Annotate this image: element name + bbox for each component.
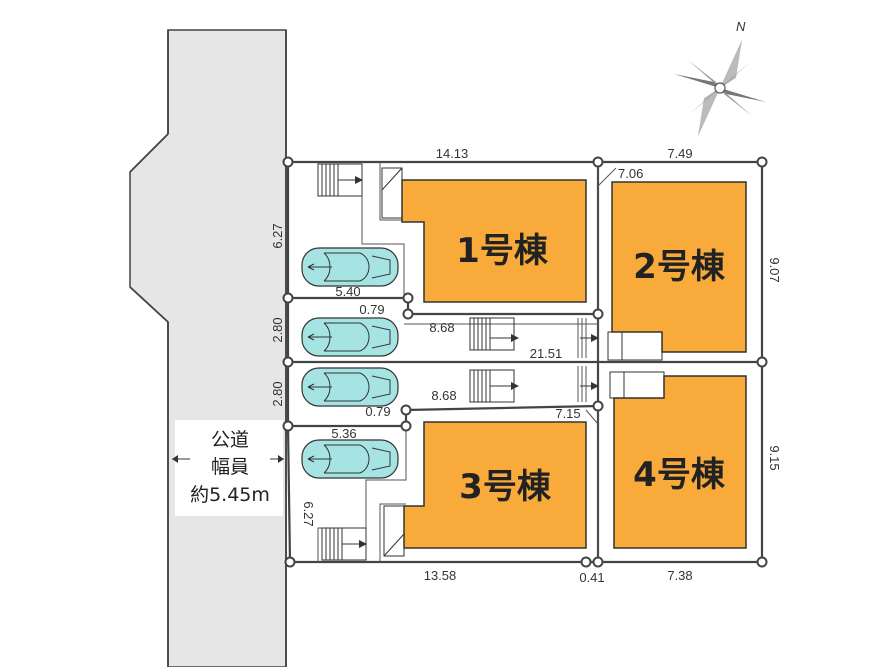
parking-car-2 [301, 317, 399, 357]
dim-west-2: 2.80 [270, 317, 285, 342]
dim-lane-top: 8.68 [429, 320, 454, 335]
dim-gap-top: 0.79 [359, 302, 384, 317]
building-4 [613, 375, 747, 549]
compass-rose-icon: N [674, 19, 766, 136]
road-label-1: 公道 [211, 429, 249, 451]
road-label-2: 幅員 [211, 456, 249, 478]
dim-gap-bottom: 0.79 [365, 404, 390, 419]
building-4-label: 4号棟 [633, 455, 726, 495]
parking-car-4 [301, 439, 399, 479]
dim-lot3-top: 5.36 [331, 426, 356, 441]
dim-top-east: 7.49 [667, 146, 692, 161]
dim-west-4: 6.27 [301, 501, 316, 526]
dim-bottom-east: 7.38 [667, 568, 692, 583]
building-3-label: 3号棟 [459, 467, 552, 507]
dim-lane-bottom: 8.68 [431, 388, 456, 403]
dim-west-3: 2.80 [270, 381, 285, 406]
parking-car-3 [301, 367, 399, 407]
road-width: 約5.45m [190, 484, 270, 506]
svg-text:N: N [736, 19, 746, 34]
dim-west-1: 6.27 [270, 223, 285, 248]
building-3 [403, 421, 587, 549]
dim-lot1-bottom: 5.40 [335, 284, 360, 299]
dim-diag-bottom: 7.15 [555, 406, 580, 421]
dim-top-west: 14.13 [436, 146, 469, 161]
dim-diag-top: 7.06 [618, 166, 643, 181]
dim-center: 21.51 [530, 346, 563, 361]
public-road [129, 29, 287, 667]
dim-east-2: 9.07 [767, 257, 782, 282]
dim-bottom-west: 13.58 [424, 568, 457, 583]
building-2-label: 2号棟 [633, 247, 726, 287]
building-1-label: 1号棟 [456, 231, 549, 271]
parking-car-1 [301, 247, 399, 287]
building-1 [401, 179, 587, 303]
building-2 [611, 181, 747, 353]
dim-east-4: 9.15 [767, 445, 782, 470]
dim-bottom-mid: 0.41 [579, 570, 604, 585]
